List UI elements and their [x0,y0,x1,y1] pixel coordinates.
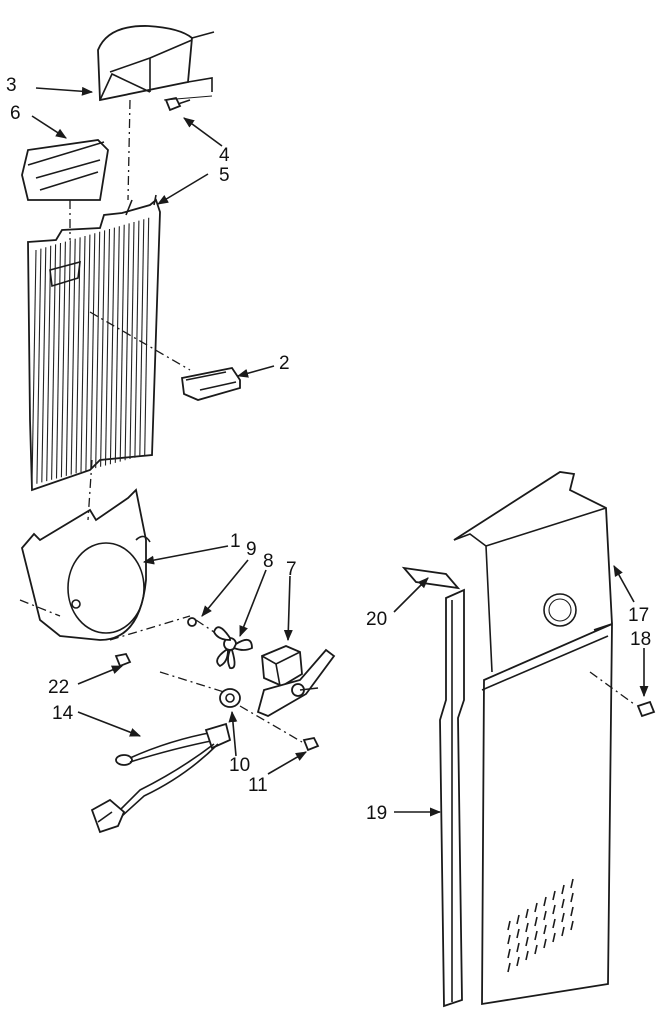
callout-4: 4 [219,145,230,166]
panel-rib [109,227,115,465]
callout-17: 17 [628,605,650,626]
callout-3: 3 [6,75,17,96]
vent-slot [516,956,520,967]
panel-rib [85,234,91,471]
rear-panel-part [453,471,613,1006]
vent-slot [561,926,565,937]
vent-slot [507,920,511,931]
vent-slot [552,890,556,901]
vent-slot [561,898,565,909]
panel-rib [70,238,76,475]
grommet-part [219,688,241,708]
screw-part-22 [114,652,132,668]
screw-part-4 [164,96,191,112]
vent-slot [570,878,574,889]
leader-lines [31,86,649,817]
vent-slot [570,906,574,917]
callout-11: 11 [248,775,268,796]
panel-rib [31,249,37,486]
vent-slot [507,934,511,945]
fan-blade-part [213,626,253,670]
panel-rib [65,240,71,476]
alignment-lines [19,95,635,743]
callout-7: 7 [286,559,297,580]
screw-part-11 [302,736,320,752]
panel-rib [144,217,150,456]
panel-rib [124,223,130,461]
nut-part [187,617,197,627]
callout-8: 8 [263,551,274,572]
panel-rib [51,244,57,480]
wire-harness-part [90,722,232,834]
panel-rib [119,224,125,462]
panel-rib [80,235,86,473]
vent-slot [534,916,538,927]
panel-rib [75,237,81,474]
strip-part-20 [401,566,461,590]
panel-rib [90,233,96,470]
vent-slot [534,944,538,955]
air-duct-part [97,25,215,102]
vent-slot [552,932,556,943]
vent-slot [525,936,529,947]
callout-19: 19 [366,803,388,824]
channel-part-19 [439,588,465,1008]
vent-slot [516,914,520,925]
panel-rib [129,221,135,460]
panel-rib [60,241,66,478]
vent-slot [507,962,511,973]
callout-1: 1 [230,531,241,552]
vent-slot [525,950,529,961]
vent-slot [543,910,547,921]
vent-slot [525,922,529,933]
callout-18: 18 [630,629,652,650]
callout-20: 20 [366,609,388,630]
callout-6: 6 [10,103,21,124]
screw-part-18 [636,700,656,718]
vent-slot [570,920,574,931]
vent-slot [552,918,556,929]
panel-rib [95,231,101,469]
vent-slot [543,938,547,949]
vent-slot [552,904,556,915]
panel-rib [55,242,62,479]
callout-9: 9 [246,539,257,560]
vent-slot [561,912,565,923]
vent-slot [561,884,565,895]
vent-slot [507,948,511,959]
bracket-part [181,366,241,401]
callout-2: 2 [279,353,290,374]
panel-rib [46,245,52,482]
vent-slot [543,896,547,907]
evaporator-cover-panel [27,194,161,492]
callout-22: 22 [48,677,70,698]
callout-5: 5 [219,165,230,186]
vent-slot [534,902,538,913]
vent-slot [516,928,520,939]
panel-rib [139,219,145,457]
panel-rib [114,226,120,463]
vent-slot [516,942,520,953]
vent-louver-part [21,139,109,201]
vent-slot [525,908,529,919]
fan-motor-part [256,645,336,717]
vent-slot [543,924,547,935]
callout-10: 10 [229,755,251,776]
panel-rib [41,247,47,483]
panel-rib [104,228,111,466]
vent-slot [570,892,574,903]
fan-shroud-part [21,488,151,641]
panel-rib [134,220,140,458]
vent-slot [534,930,538,941]
panel-rib [36,248,42,484]
callout-14: 14 [52,703,74,724]
panel-rib [100,230,106,467]
